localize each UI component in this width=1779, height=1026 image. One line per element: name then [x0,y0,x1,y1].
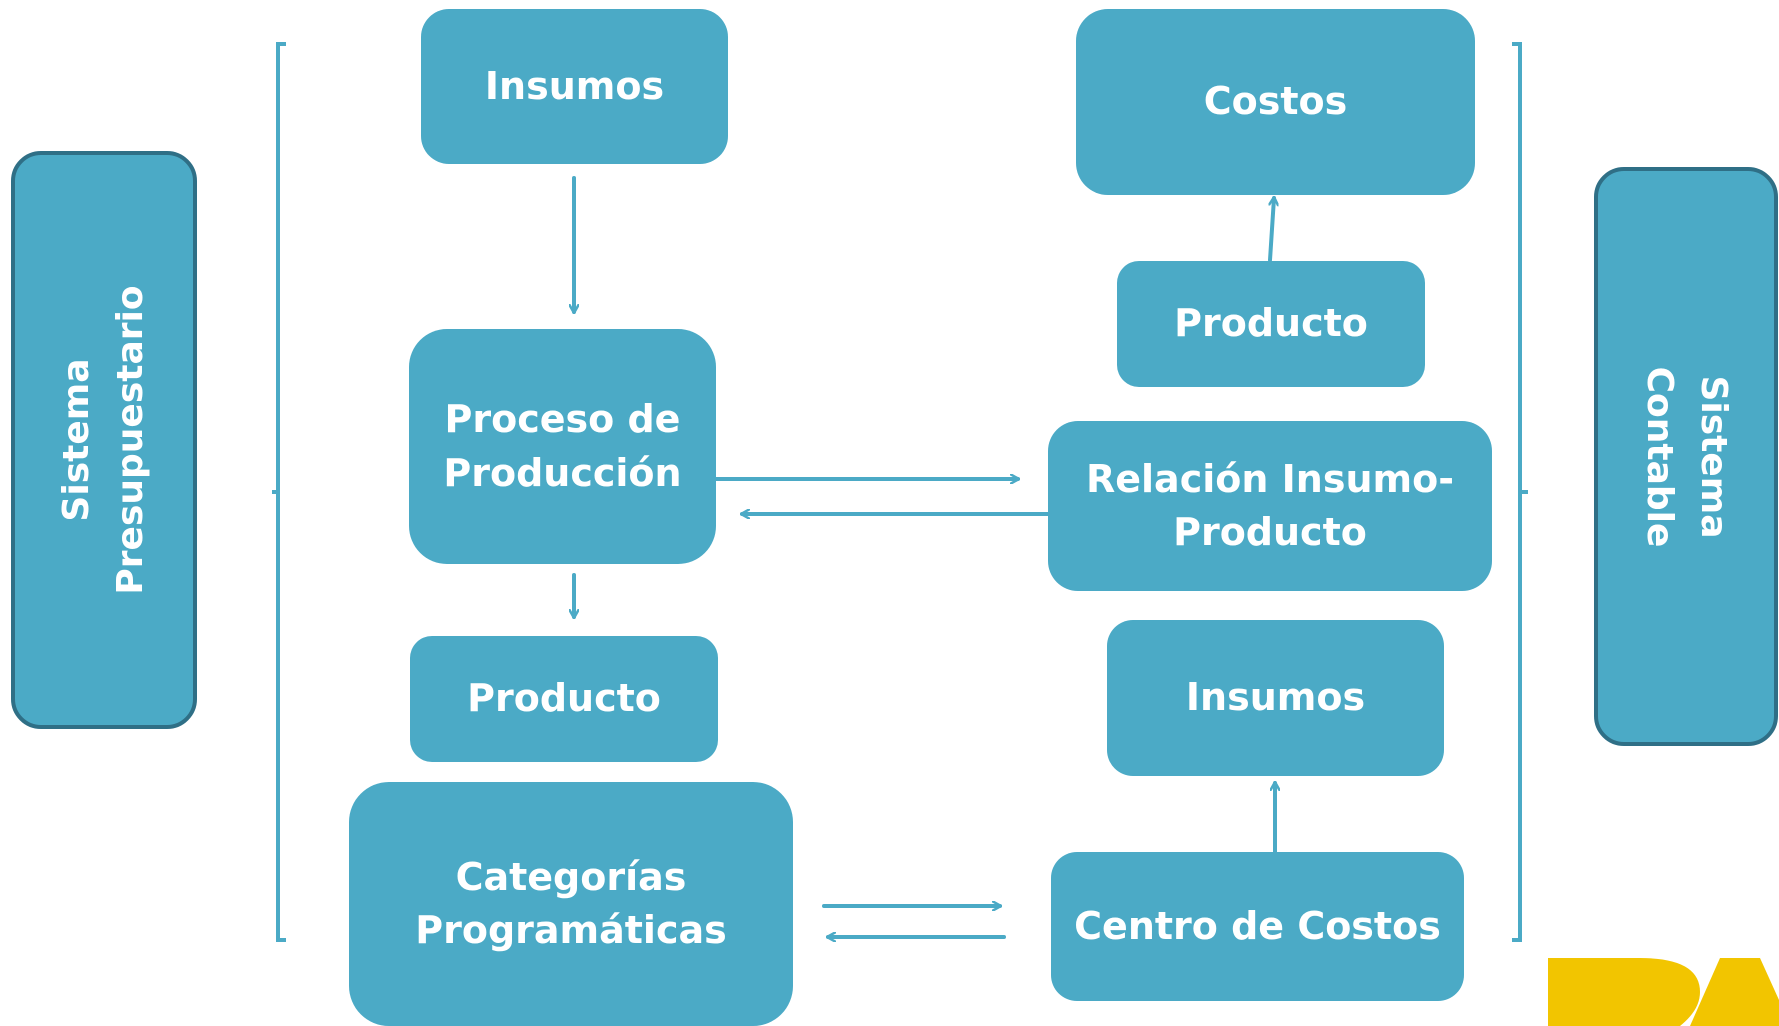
proceso-line2: Producción [443,450,682,495]
producto-label-right: Producto [1174,301,1368,346]
sistema-contable-label: Sistema Contable [1632,366,1740,547]
sistema-contable-line2: Contable [1639,366,1680,547]
insumos-box-left: Insumos [421,9,728,164]
producto-box-left: Producto [410,636,718,762]
sistema-presupuestario-label: Sistema Presupuestario [50,285,158,594]
centro-de-costos-label: Centro de Costos [1074,903,1441,948]
arrow-producto-to-costos [1268,198,1274,262]
relacion-line2: Producto [1173,510,1367,554]
categorias-line1: Categorías [455,854,687,899]
proceso-line1: Proceso de [444,397,681,442]
relacion-insumo-producto-box: Relación Insumo- Producto [1048,421,1492,591]
insumos-label-left: Insumos [484,63,665,108]
sistema-contable-line1: Sistema [1693,374,1734,539]
categorias-line2: Programáticas [415,908,727,952]
left-bracket [272,42,286,942]
costos-label: Costos [1203,79,1348,124]
ba-logo [1548,958,1779,1026]
sistema-presupuestario-line1: Sistema [56,358,97,522]
producto-label-left: Producto [467,676,661,721]
relacion-line1: Relación Insumo- [1086,456,1454,501]
insumos-box-right: Insumos [1107,620,1444,776]
sistema-presupuestario-line2: Presupuestario [110,285,151,595]
categorias-programaticas-box: Categorías Programáticas [349,782,793,1026]
costos-box: Costos [1076,9,1475,195]
sistema-presupuestario-box: Sistema Presupuestario [11,151,197,729]
sistema-contable-box: Sistema Contable [1594,167,1778,746]
right-bracket [1512,42,1528,942]
producto-box-right: Producto [1117,261,1425,387]
centro-de-costos-box: Centro de Costos [1051,852,1464,1001]
insumos-label-right: Insumos [1185,675,1366,720]
proceso-produccion-box: Proceso de Producción [409,329,716,564]
